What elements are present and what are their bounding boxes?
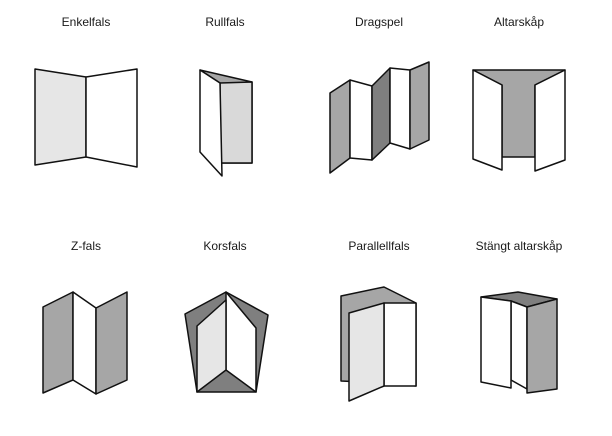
- parallellfals-illustration: [340, 286, 417, 402]
- label-korsfals: Korsfals: [203, 239, 247, 253]
- label-z-fals: Z-fals: [71, 239, 101, 253]
- label-enkelfals: Enkelfals: [61, 15, 111, 29]
- dragspel-illustration: [329, 61, 430, 174]
- label-parallellfals: Parallellfals: [348, 239, 410, 253]
- rullfals-illustration: [199, 69, 253, 177]
- z-fals-illustration: [42, 291, 128, 395]
- stangt-altarskap-illustration: [480, 291, 558, 394]
- label-dragspel: Dragspel: [354, 15, 404, 29]
- label-stangt-altarskap: Stängt altarskåp: [475, 239, 563, 253]
- enkelfals-illustration: [34, 68, 138, 168]
- label-altarskap: Altarskåp: [493, 15, 545, 29]
- label-rullfals: Rullfals: [205, 15, 245, 29]
- korsfals-illustration: [184, 291, 269, 393]
- altarskap-illustration: [472, 69, 566, 172]
